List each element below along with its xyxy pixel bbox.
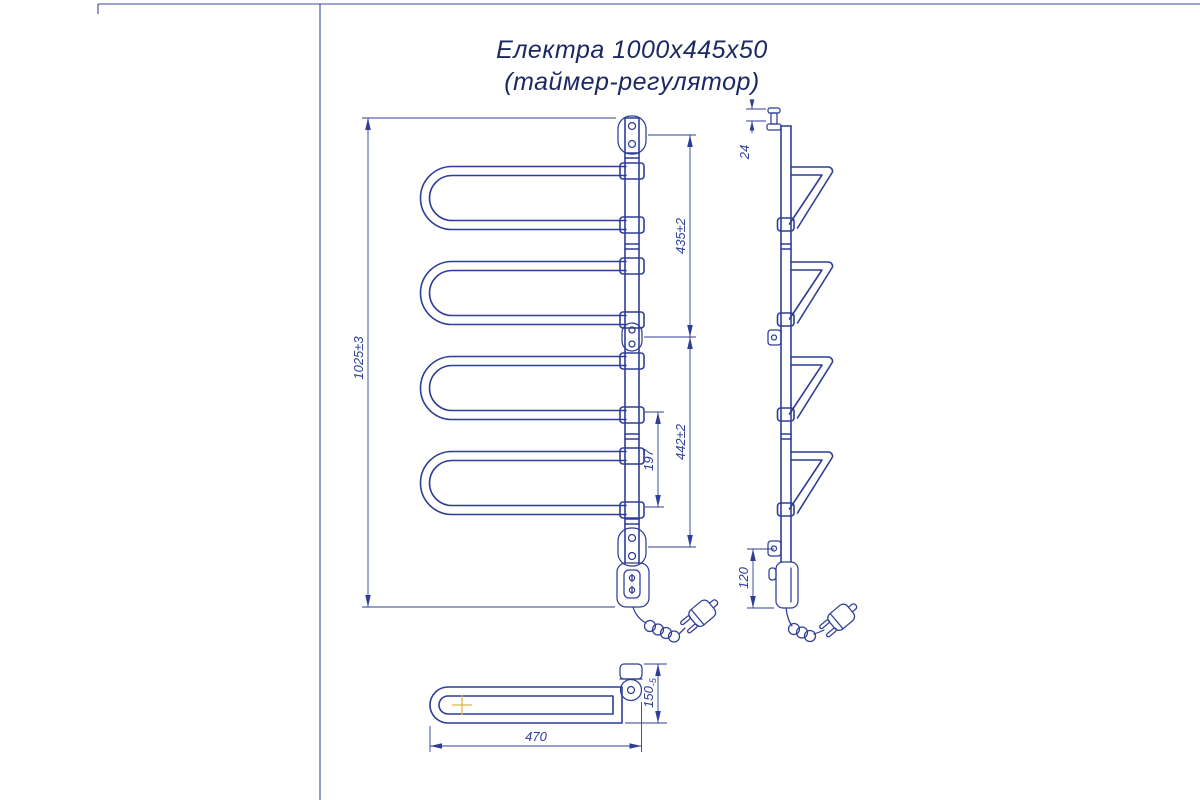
dim-overall-height: 1025±3 [351,336,366,380]
title-line-2: (таймер-регулятор) [504,68,759,96]
dim-depth-tolerance: -5 [648,677,658,686]
center-mark-cross [452,695,472,715]
dimension-lines [362,99,774,752]
front-post [624,117,640,564]
side-arm-4 [776,451,834,517]
side-power-cord [785,607,825,643]
side-wall-screw [766,107,782,131]
side-arms [776,166,834,517]
front-arm-4 [419,447,645,519]
front-arm-3 [419,352,645,424]
dim-depth: 150-5 [641,677,658,708]
dim-arm-pitch: 197 [641,448,656,470]
dim-top-screw: 24 [737,145,752,160]
side-bracket-bottom [767,540,782,557]
front-arm-1 [419,162,645,234]
bottom-view [429,663,643,724]
bottom-arm-outline [429,686,623,724]
side-control-unit [768,561,799,609]
dim-upper-section: 435±2 [673,217,688,254]
side-view [766,107,863,643]
front-power-cord [632,606,686,643]
title-line-1: Електра 1000х445х50 [496,36,768,64]
bottom-post-and-bracket [619,663,643,702]
front-arms [419,162,645,519]
dimension-labels: 1025±3 435±2 442±2 197 24 120 150-5 470 [351,145,752,744]
front-power-plug [677,592,724,637]
side-bar [780,125,792,563]
side-power-plug [816,596,863,641]
side-bracket-middle [767,329,782,346]
dim-arm-length: 470 [525,729,547,744]
front-bracket-bottom [617,527,647,567]
front-control-unit [616,562,650,608]
drawing-title: Електра 1000х445х50 (таймер-регулятор) [496,36,768,96]
dim-lower-section: 442±2 [673,423,688,460]
side-arm-1 [776,166,834,232]
dim-bottom-unit: 120 [736,566,751,588]
dim-depth-value: 150 [641,685,656,707]
side-arm-2 [776,261,834,327]
front-bracket-top [617,115,647,155]
sheet-frame [97,3,1200,800]
front-arm-2 [419,257,645,329]
side-arm-3 [776,356,834,422]
front-view [419,115,724,643]
front-bracket-middle [621,322,643,352]
